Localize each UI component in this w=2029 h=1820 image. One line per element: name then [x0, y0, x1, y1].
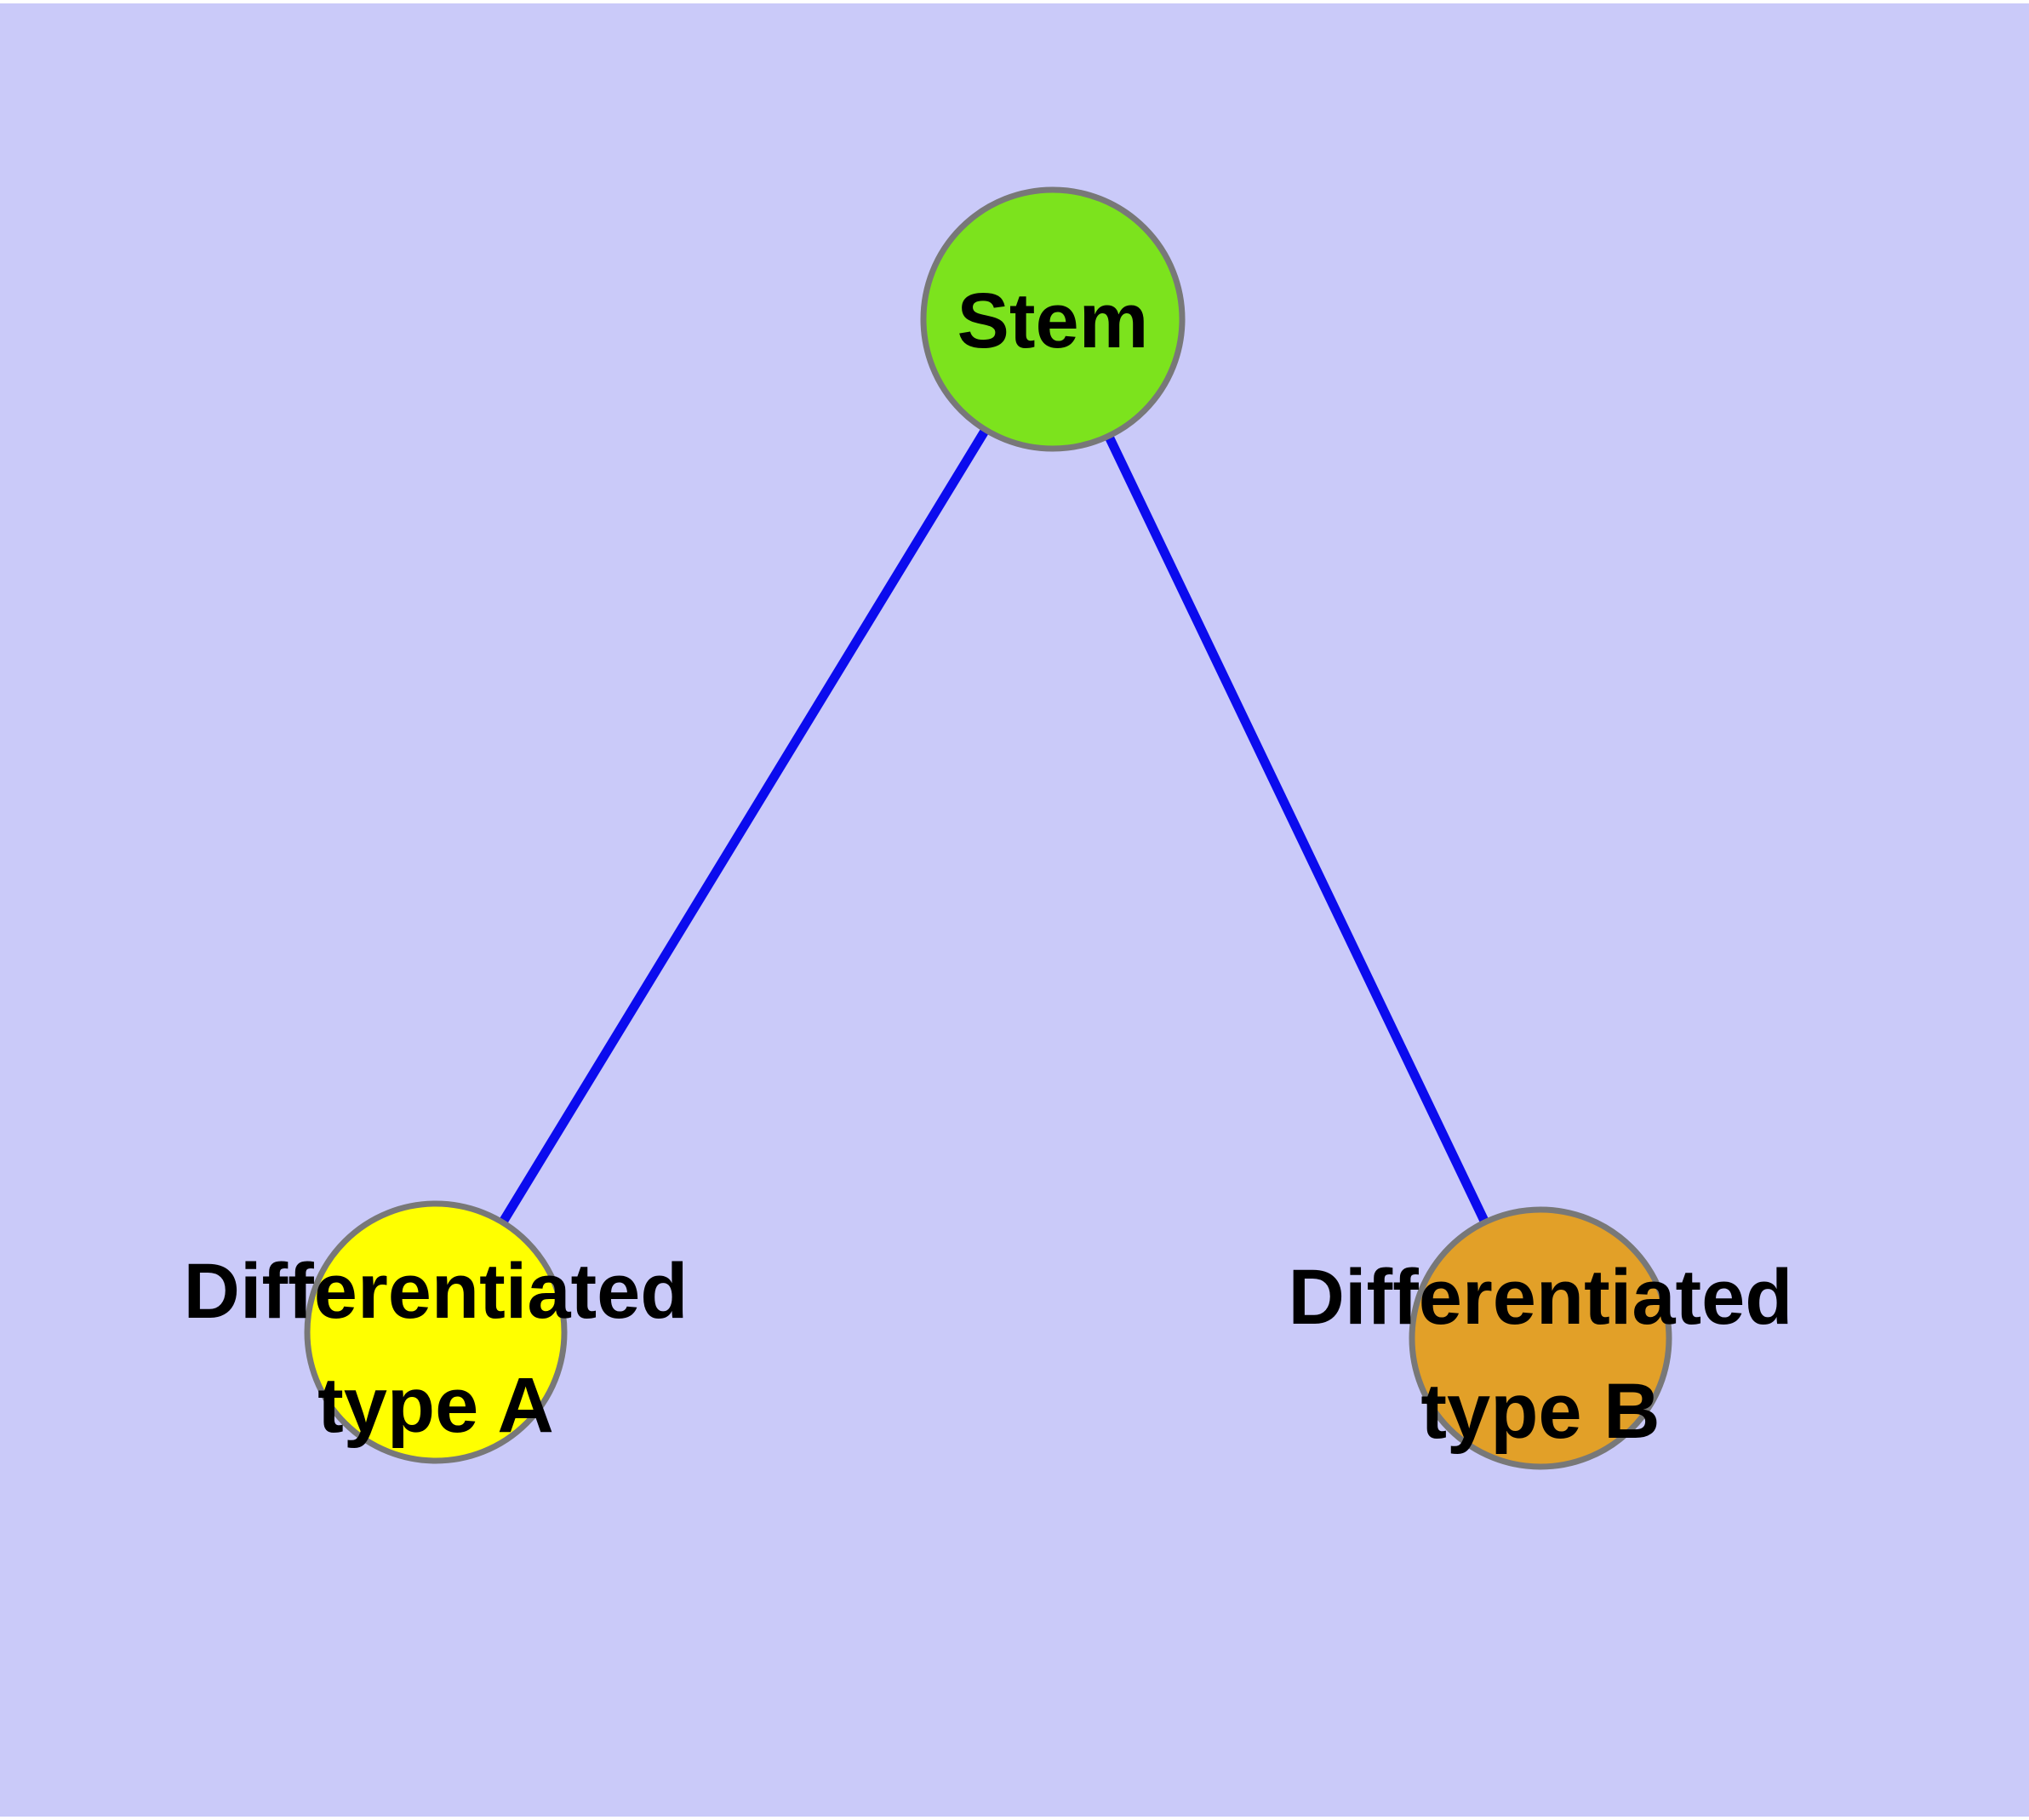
node-type-b-circle [1409, 1206, 1672, 1470]
edge-stem-to-type-a [432, 317, 1057, 1335]
node-type-b-label-line1: Differentiated [1289, 1254, 1793, 1341]
node-type-a-circle [304, 1200, 568, 1464]
edge-stem-to-type-b [1049, 317, 1545, 1341]
node-stem-label: Stem [957, 278, 1149, 364]
node-type-b-label-line2: type B [1420, 1368, 1660, 1455]
node-stem-circle [920, 186, 1186, 452]
node-type-a-label-line1: Differentiated [184, 1248, 689, 1335]
node-type-a-label-line2: type A [317, 1362, 554, 1449]
